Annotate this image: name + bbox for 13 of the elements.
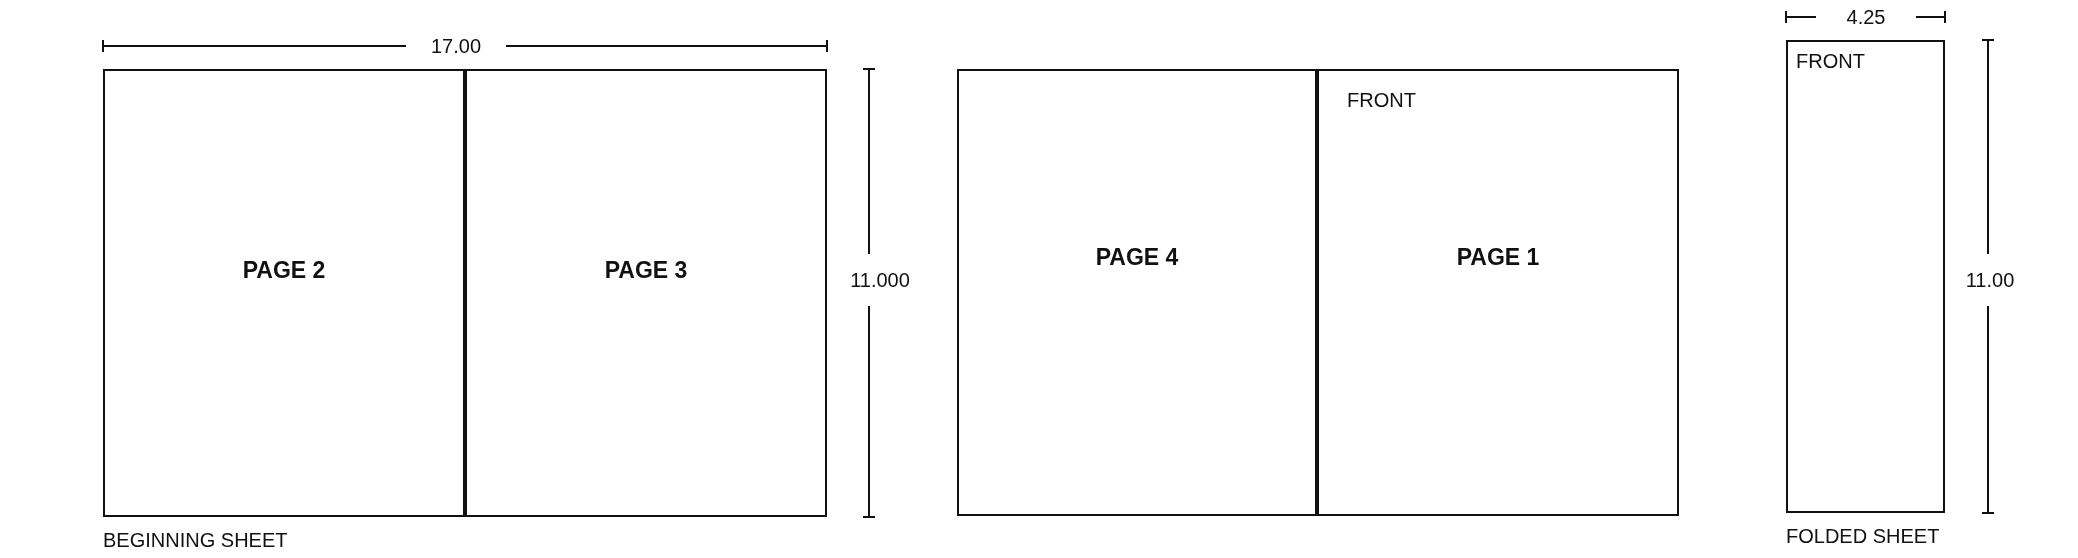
dimension-label: 11.00 [1965,268,2015,292]
sheet-caption: FOLDED SHEET [1786,525,1940,548]
front-label: FRONT [1347,89,1416,112]
sheet-outline [957,69,1679,516]
page-label: PAGE 2 [242,257,326,285]
dimension-label: 17.00 [430,34,482,58]
page-label: PAGE 4 [1095,243,1179,271]
page-label: PAGE 3 [604,257,688,285]
dimension-label: 11.000 [850,268,910,292]
front-label: FRONT [1796,50,1865,73]
sheet-caption: BEGINNING SHEET [103,529,288,552]
page-label: PAGE 1 [1456,243,1540,271]
dimension-label: 4.25 [1846,5,1886,29]
